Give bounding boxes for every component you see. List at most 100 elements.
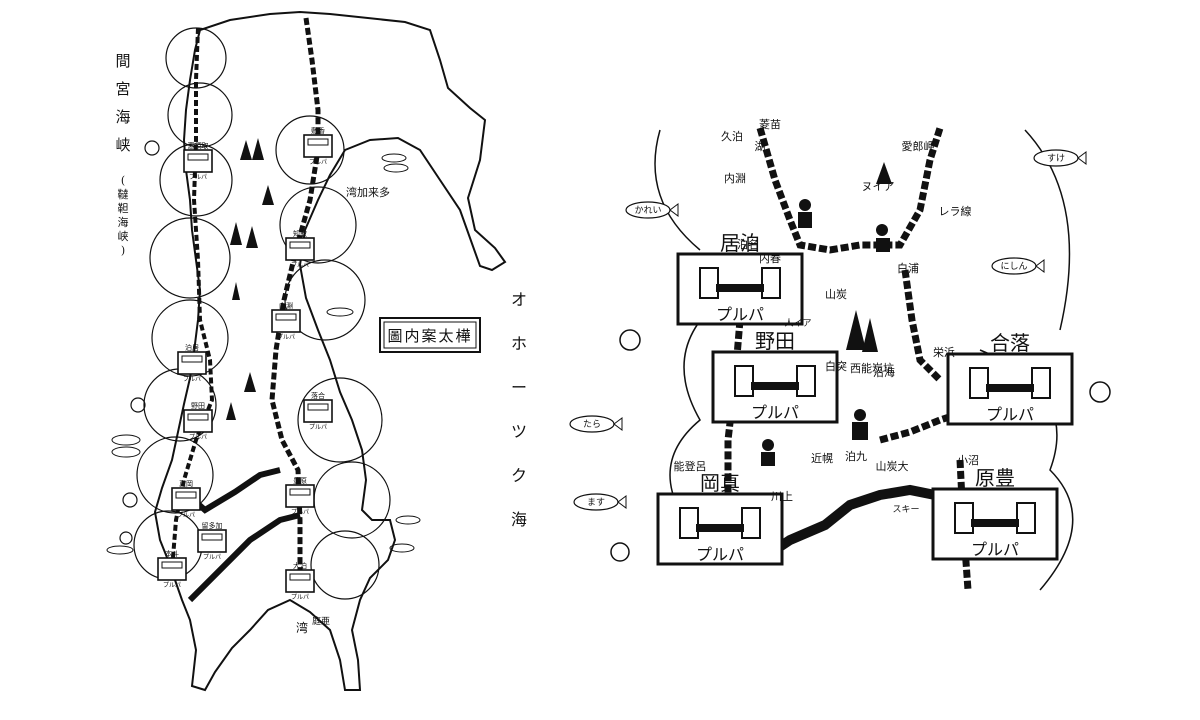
mamiya-strait-char: 峡	[115, 136, 130, 154]
okhotsk-sea-char: ー	[511, 378, 527, 397]
left-station-key: プルパ	[277, 334, 295, 341]
fish-tag-label: すけ	[1047, 153, 1065, 164]
place-label: 小沼	[957, 453, 979, 467]
station-name: 原豊	[975, 466, 1015, 490]
left-map: 真岡プルパ本斗プルパ豊原プルパ大泊プルパ落合プルパ野田プルパ泊居プルパ恵須取プル…	[106, 10, 527, 692]
place-label: 湖	[755, 140, 766, 153]
left-station-label: 落合	[311, 391, 325, 400]
mamiya-strait-char: 海	[115, 108, 130, 126]
left-station-key: プルパ	[163, 582, 181, 589]
annotation-label: スキー	[892, 505, 919, 515]
rail-connector-line	[879, 408, 967, 444]
fish-tag-label: たら	[583, 419, 601, 430]
station-sub: プルパ	[986, 405, 1034, 424]
tatar-strait-char: 海	[118, 215, 129, 229]
rail-east-coast-line	[901, 269, 943, 383]
taraika-bay-label: 湾加来多	[346, 185, 390, 199]
crab-icons-right	[610, 329, 1111, 562]
place-label: 沿海	[873, 365, 895, 379]
place-label: 西能炭坑	[850, 361, 894, 375]
station-name: 合落	[990, 331, 1030, 355]
place-label: 内淵	[724, 171, 746, 185]
rail-east-line	[269, 17, 321, 580]
place-label: レラ線	[939, 204, 972, 218]
rail-trunk-line	[757, 484, 936, 565]
station-sub: プルパ	[696, 545, 744, 564]
place-label: 泊名	[737, 237, 759, 251]
left-station-key: プルパ	[177, 512, 195, 519]
left-station-label: 真岡	[179, 479, 193, 488]
left-station-label: 知取	[293, 229, 307, 238]
left-station-label: 恵須取	[188, 141, 209, 150]
mountain-icons	[226, 138, 274, 420]
annotation-label: 人イア	[784, 318, 811, 329]
coast-curve-2	[1024, 129, 1071, 331]
left-station-key: プルパ	[309, 159, 327, 166]
left-station-key: プルパ	[291, 509, 309, 516]
place-label: 山炭大	[876, 459, 909, 473]
okhotsk-sea-char: 海	[511, 510, 527, 529]
person-icons	[761, 199, 890, 466]
tatar-strait-char: )	[121, 244, 125, 257]
place-label: 久泊	[721, 130, 743, 143]
station-name: 野田	[755, 329, 795, 353]
left-station-key: プルパ	[183, 376, 201, 383]
mountain-icons-right	[846, 162, 892, 352]
island-outline	[153, 10, 507, 692]
left-station-key: プルパ	[291, 262, 309, 269]
fish-tag-label: かれい	[634, 205, 661, 216]
mamiya-strait-char: 間	[115, 52, 130, 70]
tatar-strait-char: (	[121, 174, 125, 187]
left-station-label: 泊居	[185, 343, 199, 352]
left-station-key: プルパ	[189, 434, 207, 441]
place-label: 川上	[771, 490, 793, 503]
crab-icons	[119, 140, 160, 545]
fish-tag-label: ます	[587, 497, 605, 508]
fish-tag-label: にしん	[1000, 261, 1027, 272]
fish-tag: かれい	[625, 201, 679, 219]
station-sub: プルパ	[971, 540, 1019, 559]
place-label: 菱苗	[759, 118, 781, 131]
station-name: 岡真	[700, 471, 740, 495]
left-station-key: プルパ	[189, 174, 207, 181]
left-station-label: 豊原	[293, 476, 307, 485]
rail-south-line	[187, 512, 301, 603]
place-label: 能登呂	[674, 459, 707, 473]
place-label: 栄浜	[933, 345, 955, 359]
fish-tag: ます	[573, 493, 627, 511]
left-station-label: 内淵	[279, 301, 293, 310]
left-station-key: プルパ	[203, 554, 221, 561]
tatar-strait-char: 靼	[118, 201, 129, 215]
fish-tag: たら	[569, 415, 623, 433]
station-sub: プルパ	[751, 403, 799, 422]
station-sub: プルパ	[716, 305, 764, 324]
mamiya-strait-char: 宮	[115, 80, 130, 98]
aniwa-bay-label-2: 庭亜	[312, 615, 330, 627]
place-label: 愛郎岬	[902, 139, 935, 153]
place-label: 泊九	[845, 450, 867, 463]
fish-tag: すけ	[1033, 149, 1087, 167]
rail-west-line	[170, 27, 215, 571]
fish-icons	[106, 153, 421, 555]
place-label: 内春	[759, 251, 781, 265]
left-station-label: 留多加	[202, 521, 223, 530]
map-title: 圖内案太樺	[387, 327, 472, 345]
left-station-label: 大泊	[293, 561, 307, 570]
coast-bubbles	[133, 27, 391, 600]
okhotsk-sea-char: ホ	[511, 334, 527, 353]
